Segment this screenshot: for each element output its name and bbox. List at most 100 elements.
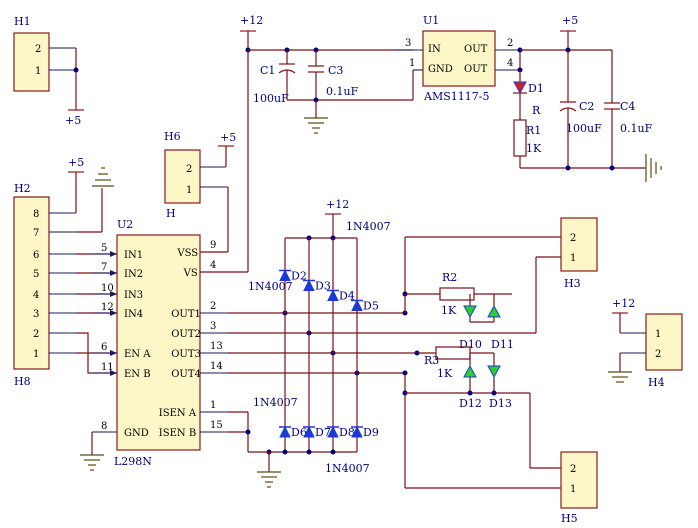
r1-ref: R1 bbox=[526, 124, 541, 137]
c2-ref: C2 bbox=[579, 100, 594, 113]
diode-ref: D9 bbox=[363, 426, 379, 439]
h2-pin-num: 8 bbox=[33, 209, 39, 220]
u2-right-pin-num: 14 bbox=[210, 361, 223, 372]
u2-left-pin-num: 6 bbox=[101, 342, 107, 353]
r3-ref: R3 bbox=[424, 354, 439, 367]
u2-left-pin-name: IN4 bbox=[124, 309, 143, 320]
connector-h4: +12 1 2 H4 bbox=[608, 297, 683, 389]
u2-right-pin-num: 4 bbox=[210, 260, 216, 271]
c1-ref: C1 bbox=[260, 64, 275, 77]
u2-left-pin-name: IN2 bbox=[124, 269, 143, 280]
h6-pin2-num: 2 bbox=[186, 164, 192, 175]
diode-ref: D3 bbox=[315, 280, 331, 293]
u1-ref: U1 bbox=[423, 14, 439, 27]
bridge-top-part: 1N4007 bbox=[346, 220, 391, 233]
h3-pin1-num: 1 bbox=[570, 253, 576, 264]
u2-left-pin-name: GND bbox=[124, 428, 149, 439]
r2-value: 1K bbox=[441, 304, 457, 317]
bridge-mid-part: 1N4007 bbox=[248, 280, 293, 293]
diode-icon bbox=[351, 299, 363, 311]
d1-led-icon bbox=[513, 81, 527, 95]
diode-ref: D2 bbox=[291, 270, 307, 283]
u2-left-pin-num: 10 bbox=[101, 283, 114, 294]
u2-left-pin-name: EN A bbox=[124, 349, 151, 360]
diode-icon bbox=[303, 279, 315, 291]
r2-resistor bbox=[439, 287, 475, 301]
u2-right-pin-name: ISEN B bbox=[159, 428, 196, 439]
connector-h3: 2 1 H3 bbox=[560, 217, 598, 290]
u2-part: L298N bbox=[114, 455, 152, 468]
h1-pin1-num: 1 bbox=[35, 66, 41, 77]
connector-h1: H1 2 1 +5 bbox=[13, 15, 84, 127]
u2-ref: U2 bbox=[117, 218, 133, 231]
r1-value: 1K bbox=[526, 142, 542, 155]
d1-label: R bbox=[532, 104, 541, 117]
h4-pin1-num: 1 bbox=[655, 329, 661, 340]
plus12-top-label: +12 bbox=[240, 14, 263, 27]
d10-ref: D10 bbox=[459, 338, 482, 351]
u2-right-pin-num: 2 bbox=[210, 301, 216, 312]
h6-pin1-num: 1 bbox=[186, 185, 192, 196]
h2-pin-num: 2 bbox=[33, 329, 39, 340]
h3-pin2-num: 2 bbox=[570, 233, 576, 244]
u2-right-pin-name: OUT2 bbox=[171, 329, 201, 340]
u2-left-pin-num: 11 bbox=[101, 362, 114, 373]
c2-value: 100uF bbox=[566, 122, 602, 135]
d13-ref: D13 bbox=[489, 397, 512, 410]
diode-ref: D6 bbox=[291, 426, 307, 439]
connector-h5: 2 1 H5 bbox=[560, 451, 598, 525]
diode-icon bbox=[279, 425, 291, 438]
diode-icon bbox=[351, 425, 363, 438]
r1-resistor bbox=[513, 119, 527, 157]
h4-ref: H4 bbox=[648, 376, 665, 389]
u2-left-pin-name: IN1 bbox=[124, 250, 143, 261]
u2-left-pin-num: 12 bbox=[101, 302, 114, 313]
u1-pin3-num: 3 bbox=[405, 38, 411, 49]
d11-led-icon bbox=[487, 304, 501, 318]
u1-pin4-num: 4 bbox=[507, 58, 513, 69]
u2-right-pin-name: ISEN A bbox=[159, 408, 197, 419]
diode-icon bbox=[303, 425, 315, 438]
output-wiring: R2 1K D10 D11 R3 1K D12 bbox=[402, 236, 561, 489]
diode-icon bbox=[327, 289, 339, 301]
u1-out1-label: OUT bbox=[464, 44, 488, 55]
u1-pin2-num: 2 bbox=[507, 38, 513, 49]
h1-plus5-label: +5 bbox=[65, 114, 81, 127]
h2-plus5-label: +5 bbox=[68, 156, 84, 169]
u1-out2-label: OUT bbox=[464, 64, 488, 75]
h2-pin-num: 3 bbox=[33, 309, 39, 320]
connector-h6: H6 2 1 H +5 bbox=[164, 130, 236, 252]
h5-pin1-num: 1 bbox=[570, 484, 576, 495]
u2-left-pin-name: EN B bbox=[124, 369, 151, 380]
u1-part: AMS1117-5 bbox=[423, 90, 489, 103]
u2-right-pin-num: 13 bbox=[210, 341, 223, 352]
h8-ref: H8 bbox=[14, 375, 31, 388]
u2-right-pin-num: 9 bbox=[210, 240, 216, 251]
h1-pin2-num: 2 bbox=[35, 44, 41, 55]
c3-value: 0.1uF bbox=[326, 85, 359, 98]
diode-ref: D5 bbox=[363, 300, 379, 313]
d11-ref: D11 bbox=[491, 338, 514, 351]
d12-ref: D12 bbox=[459, 397, 482, 410]
bridge-bottom-part: 1N4007 bbox=[325, 462, 370, 475]
regulator-section: +12 C1 100uF C3 0.1uF U1 IN GND OU bbox=[240, 14, 662, 272]
h2-pin-num: 5 bbox=[33, 269, 39, 280]
u2-right-pin-num: 3 bbox=[210, 321, 216, 332]
d12-led-icon bbox=[463, 364, 477, 378]
u2-right-pin-name: VSS bbox=[176, 248, 198, 259]
d10-led-icon bbox=[463, 305, 477, 319]
h2-pin-num: 7 bbox=[33, 228, 39, 239]
u1-in-label: IN bbox=[428, 44, 441, 55]
diode-bridge: +12 1N4007 1N4007 1N4007 1N4007 D2D3D4D5… bbox=[248, 198, 391, 488]
u2-right-pin-name: VS bbox=[183, 268, 198, 279]
bridge-plus12-label: +12 bbox=[326, 198, 349, 211]
h2-pin-num: 1 bbox=[33, 349, 39, 360]
u1-gnd-label: GND bbox=[428, 64, 453, 75]
r3-value: 1K bbox=[437, 367, 453, 380]
h5-pin2-num: 2 bbox=[570, 464, 576, 475]
d13-led-icon bbox=[487, 365, 501, 379]
u2-right-pin-num: 15 bbox=[210, 420, 223, 431]
diode-icon bbox=[279, 269, 291, 281]
